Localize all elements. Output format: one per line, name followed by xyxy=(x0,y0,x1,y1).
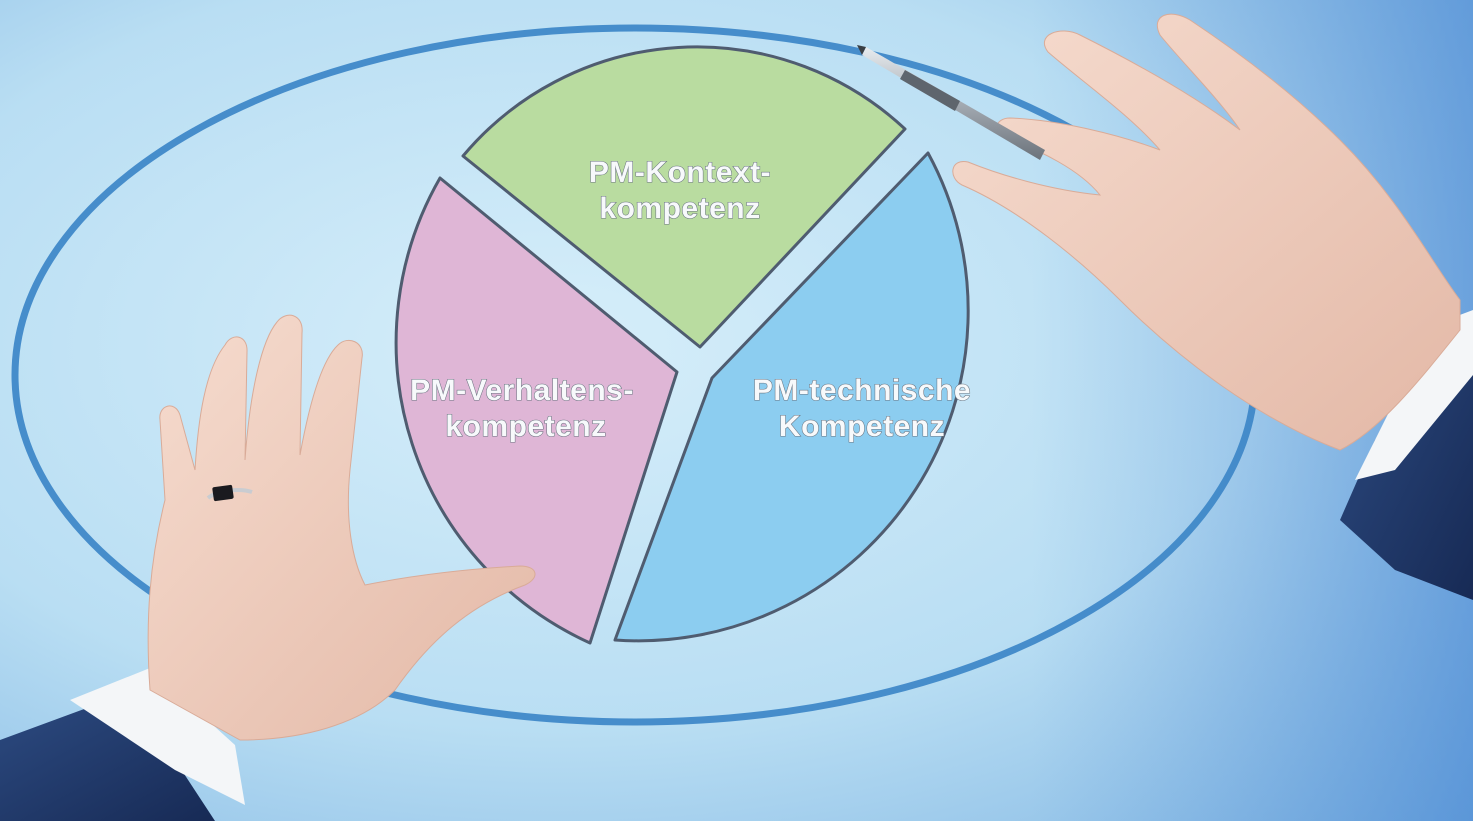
label-technical-line1: PM-technische xyxy=(753,374,971,407)
label-behavior-line2: kompetenz xyxy=(445,410,606,443)
left-cuff xyxy=(70,668,245,805)
label-context-line2: kompetenz xyxy=(599,192,760,225)
pen-icon xyxy=(857,45,1045,160)
hand-with-ring-icon xyxy=(0,314,536,821)
segment-technical xyxy=(613,151,970,643)
left-sleeve xyxy=(0,705,215,821)
hand-with-pen-icon xyxy=(857,13,1473,600)
label-technical-line2: Kompetenz xyxy=(779,410,945,443)
pie-chart: PM-Kontext- kompetenz PM-Verhaltens- kom… xyxy=(394,45,971,645)
label-context-line1: PM-Kontext- xyxy=(589,156,771,189)
left-hand-shape xyxy=(147,314,536,741)
right-cuff xyxy=(1355,310,1473,480)
right-hand-shape xyxy=(952,13,1461,451)
label-behavior-line1: PM-Verhaltens- xyxy=(410,374,634,407)
segment-context xyxy=(461,45,907,349)
ring-icon xyxy=(206,484,253,502)
segment-behavior xyxy=(394,176,679,645)
